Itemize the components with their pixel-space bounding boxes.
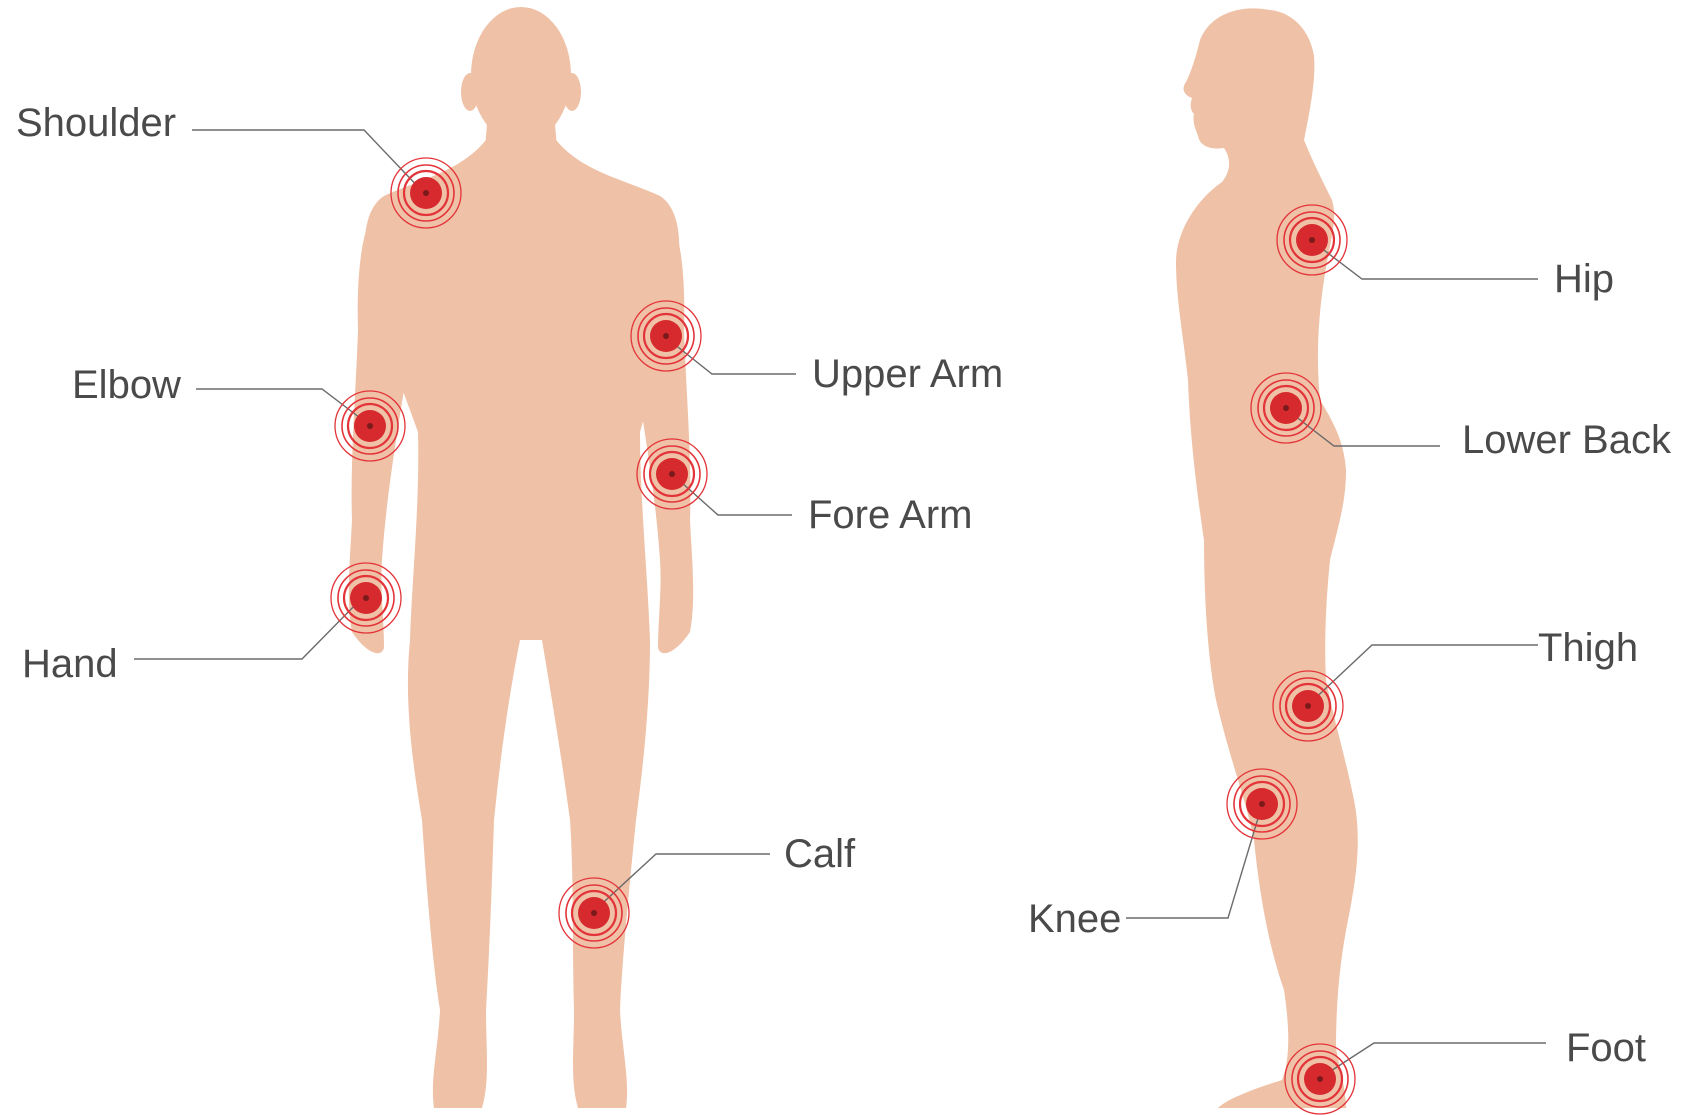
hand-leader <box>134 596 364 659</box>
knee-leader <box>1126 805 1262 918</box>
label-foot: Foot <box>1566 1026 1646 1070</box>
front-figure <box>349 7 693 1108</box>
label-knee: Knee <box>1028 897 1121 941</box>
shoulder-leader <box>192 130 424 193</box>
label-upper-arm: Upper Arm <box>812 352 1003 396</box>
side-silhouette <box>1176 8 1358 1108</box>
label-thigh: Thigh <box>1538 626 1638 670</box>
front-ear-left <box>461 73 479 111</box>
thigh-leader <box>1308 645 1538 705</box>
label-elbow: Elbow <box>72 363 181 407</box>
label-fore-arm: Fore Arm <box>808 493 972 537</box>
side-figure <box>1176 8 1358 1108</box>
label-calf: Calf <box>784 832 856 876</box>
label-shoulder: Shoulder <box>16 101 176 145</box>
label-lower-back: Lower Back <box>1462 418 1672 462</box>
label-hand: Hand <box>22 642 118 686</box>
label-hip: Hip <box>1554 257 1614 301</box>
front-ear-right <box>563 73 581 111</box>
